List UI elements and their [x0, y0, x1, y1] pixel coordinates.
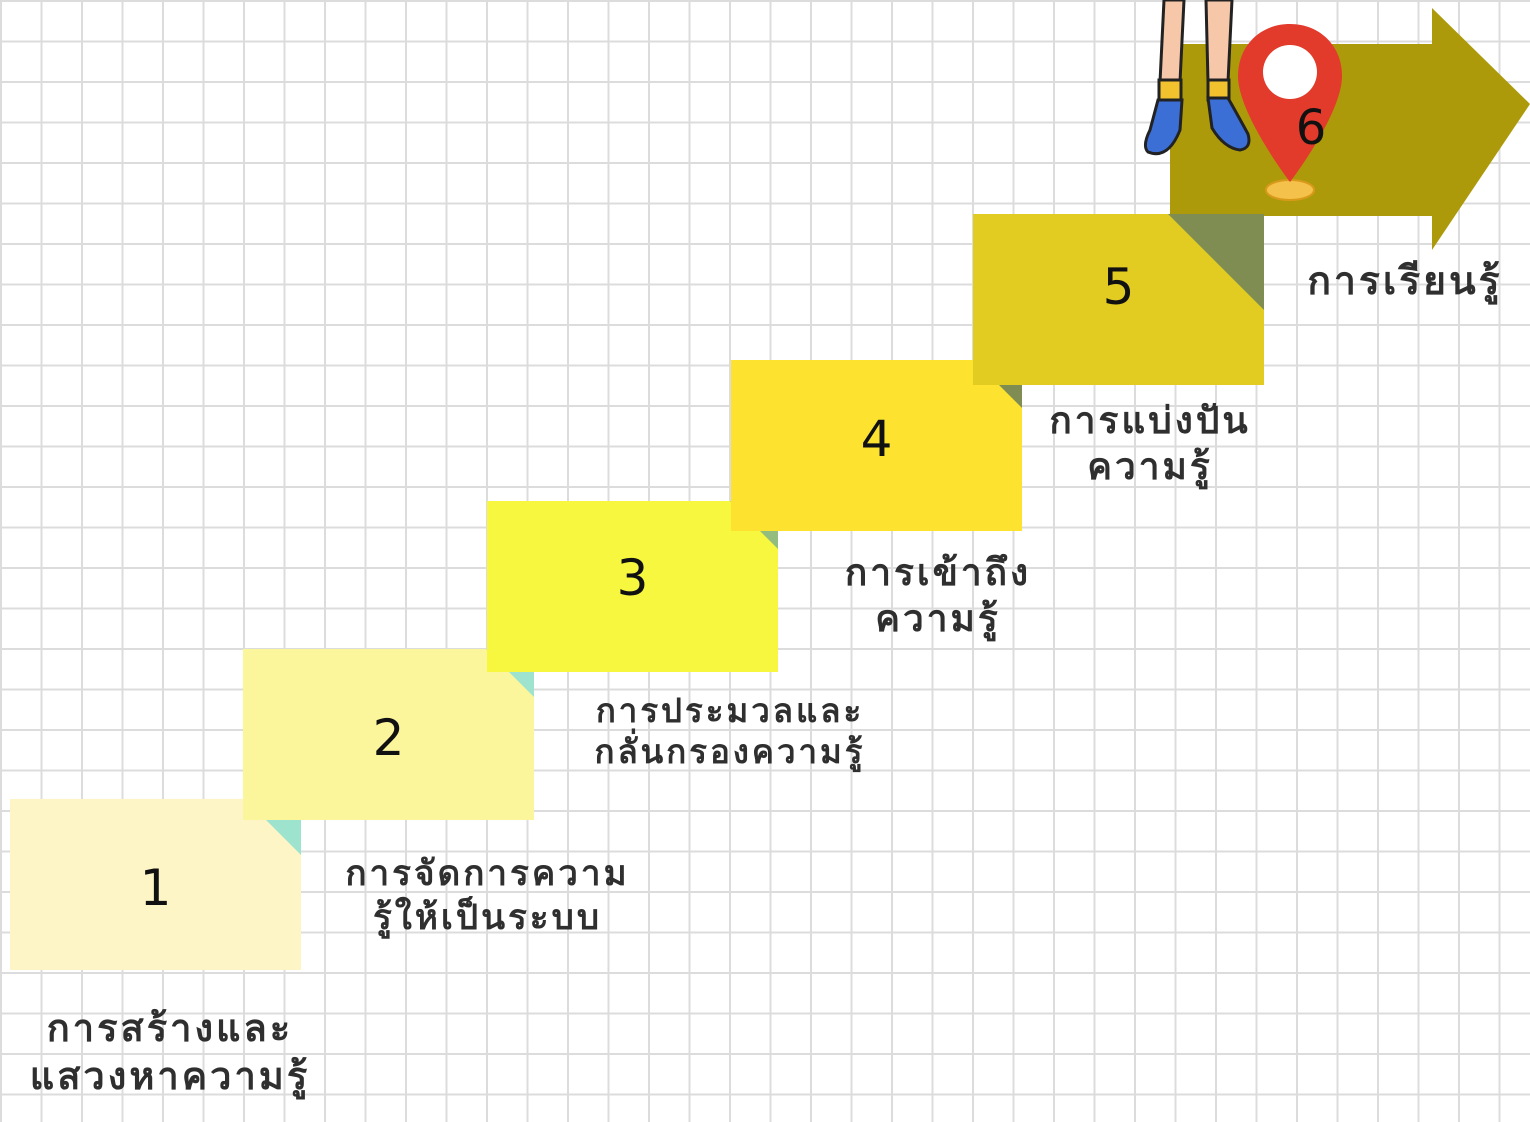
step-4-box [731, 360, 1022, 531]
step-1: 1 [10, 799, 301, 970]
step-5-fold [1168, 214, 1264, 310]
step-6-number: 6 [1295, 100, 1327, 156]
step-1-label-line-2: แสวงหาความรู้ [29, 1053, 311, 1098]
step-5-label-line-1: การแบ่งปัน [1049, 399, 1251, 442]
step-3-label: การประมวลและ กลั่นกรองความรู้ [575, 690, 885, 773]
step-3-label-line-2: กลั่นกรองความรู้ [594, 732, 866, 772]
step-4-label-line-1: การเข้าถึง [844, 551, 1032, 594]
step-5: 5 [973, 214, 1264, 385]
step-4-number: 4 [860, 410, 893, 468]
step-5-label: การแบ่งปัน ความรู้ [1030, 398, 1270, 491]
step-2-label-line-1: การจัดการความ [345, 854, 630, 894]
step-2-label: การจัดการความ รู้ให้เป็นระบบ [330, 853, 645, 941]
step-3-number: 3 [616, 549, 649, 607]
step-6-label-line-1: การเรียนรู้ [1307, 259, 1503, 304]
step-5-label-line-2: ความรู้ [1087, 445, 1213, 489]
person-legs-illustration [1143, 0, 1251, 156]
step-5-number: 5 [1102, 258, 1135, 316]
step-2: 2 [243, 649, 534, 820]
step-2-number: 2 [372, 709, 405, 767]
step-4-label: การเข้าถึง ความรู้ [828, 550, 1048, 643]
step-1-number: 1 [139, 859, 172, 917]
step-1-label: การสร้างและ แสวงหาความรู้ [0, 1005, 340, 1100]
step-1-label-line-1: การสร้างและ [46, 1006, 294, 1050]
step-2-box [243, 649, 534, 820]
step-6-label: การเรียนรู้ [1290, 258, 1520, 307]
step-2-label-line-2: รู้ให้เป็นระบบ [372, 897, 603, 938]
step-4-label-line-2: ความรู้ [875, 597, 1001, 641]
step-3-label-line-1: การประมวลและ [595, 691, 865, 730]
step-3-box [487, 501, 778, 672]
step-4: 4 [731, 360, 1022, 531]
location-pin-icon [1238, 24, 1342, 201]
